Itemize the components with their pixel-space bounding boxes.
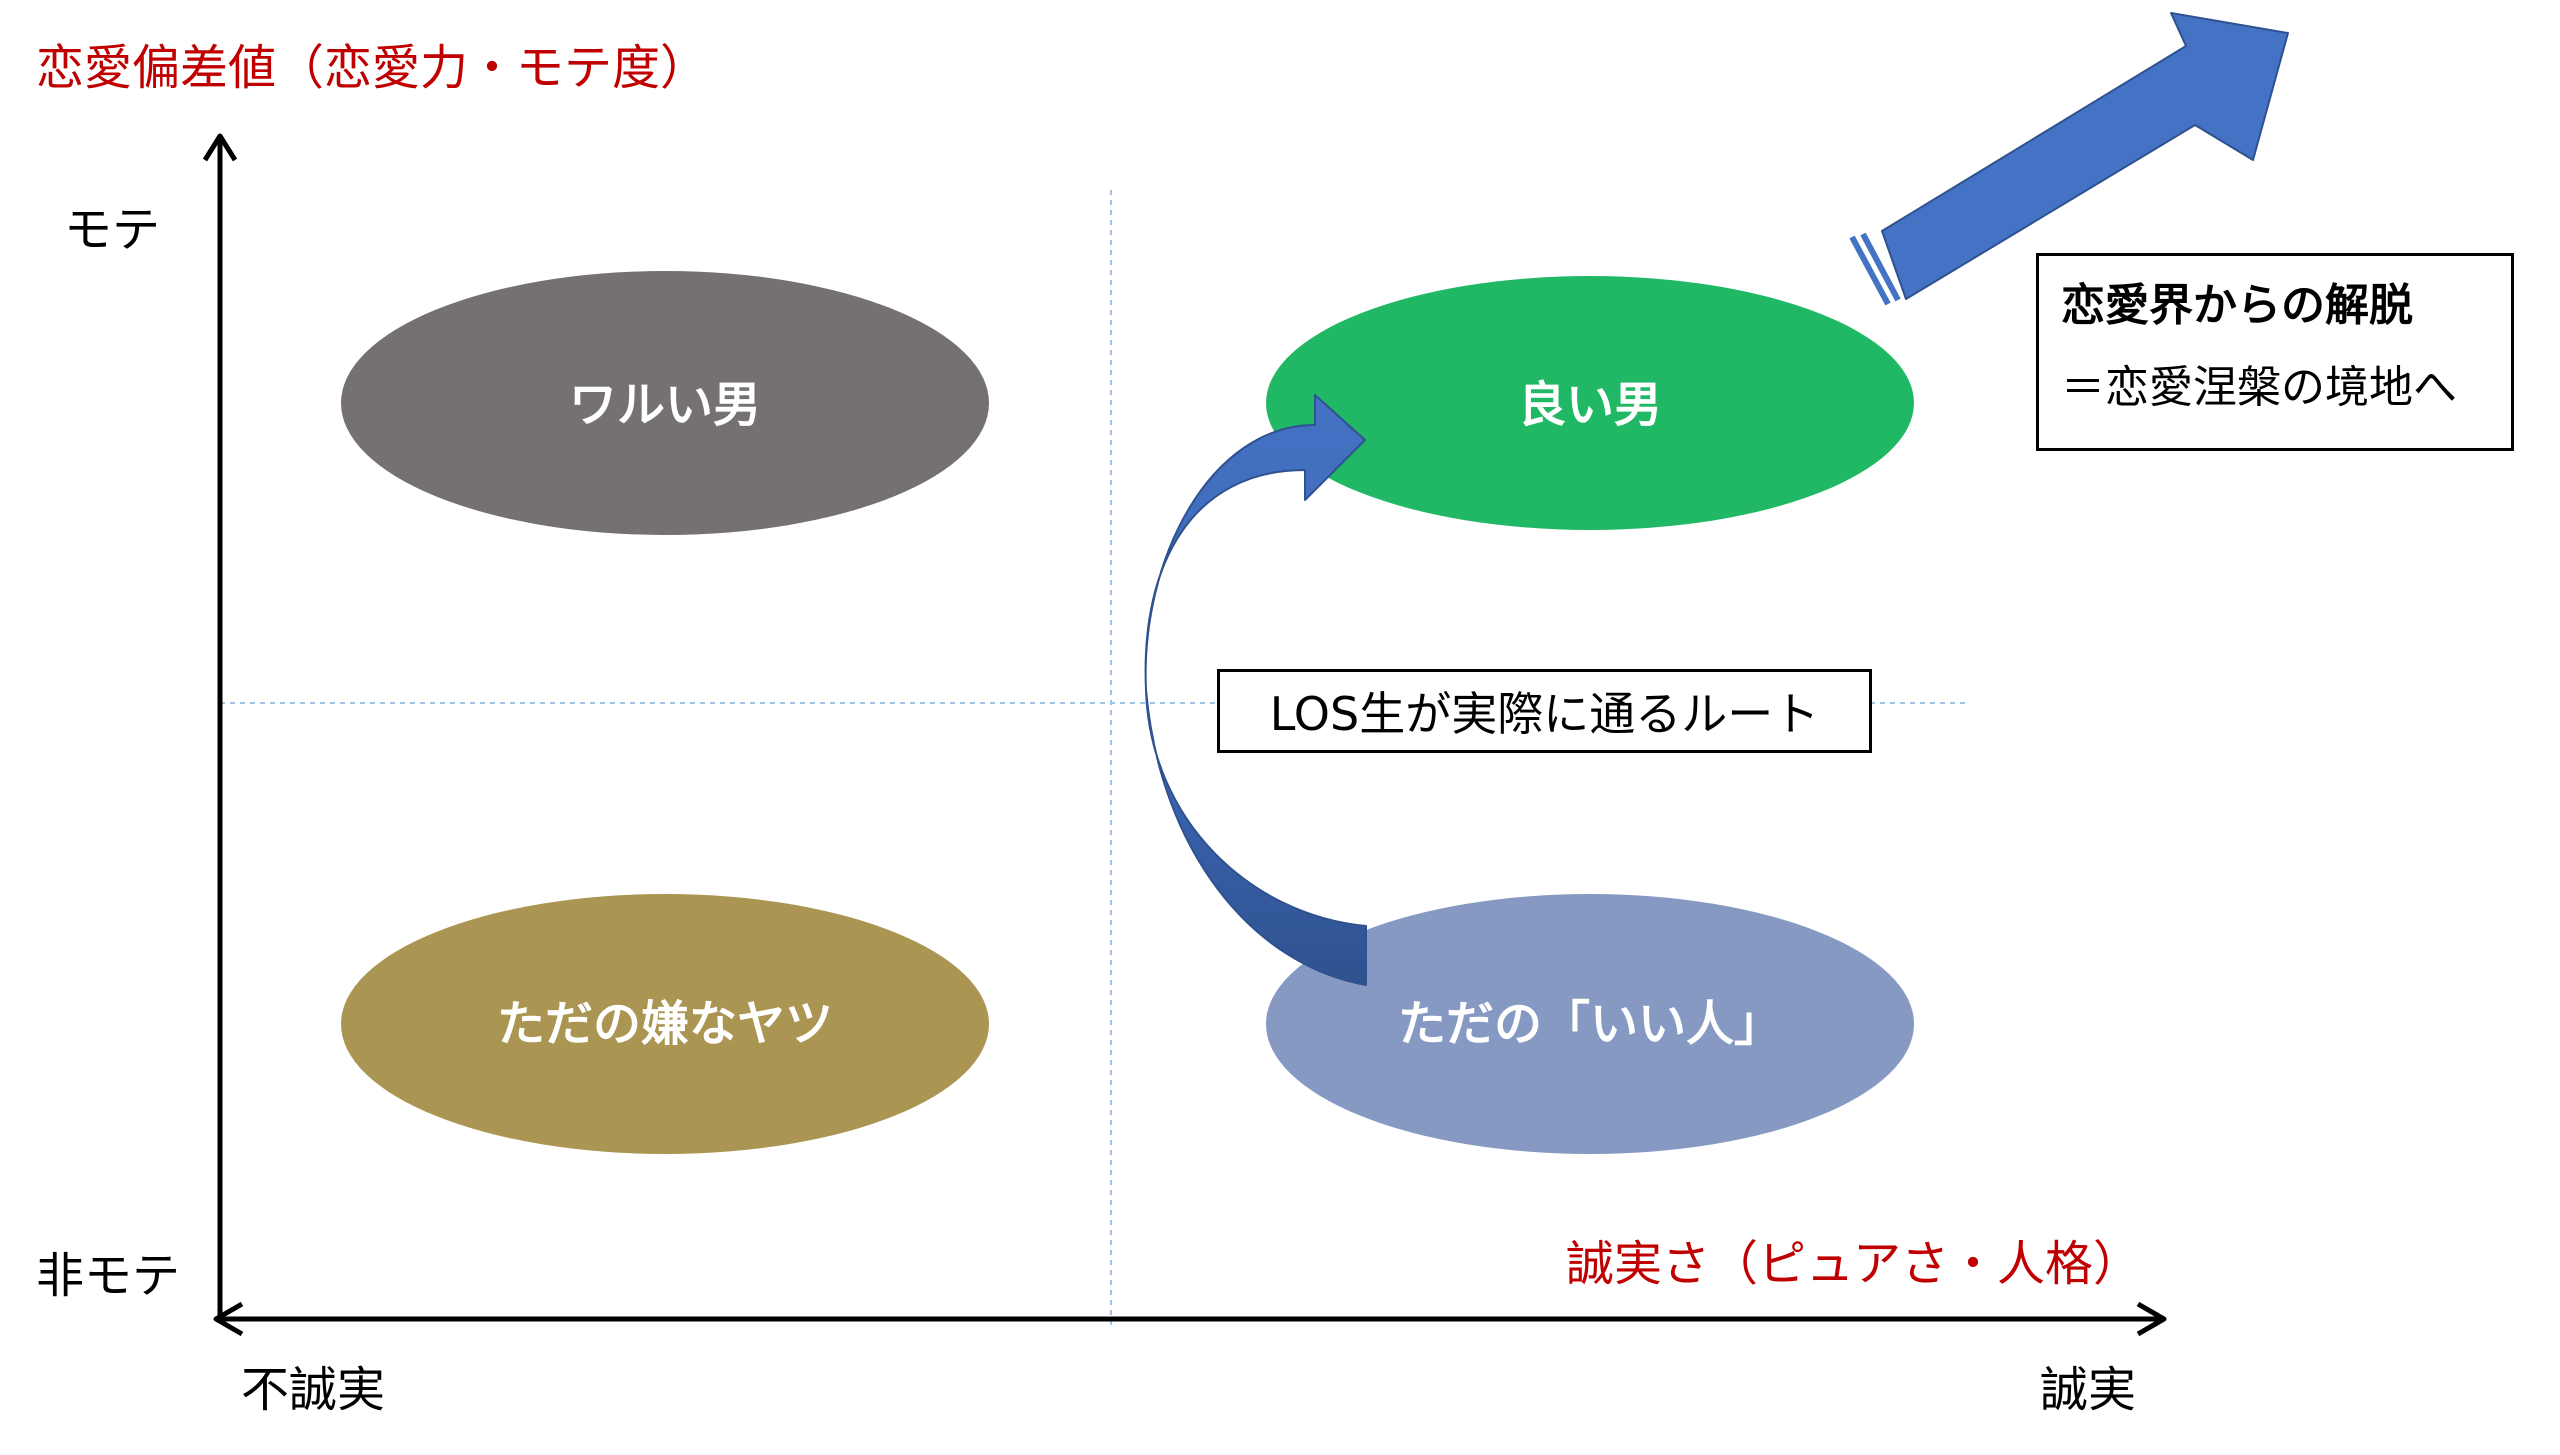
route-callout-text: LOS生が実際に通るルート [1269, 687, 1820, 741]
nice-guy-ellipse [1266, 894, 1914, 1154]
x-axis-line [213, 1301, 2167, 1337]
route-callout: LOS生が実際に通るルート [1217, 669, 1872, 753]
nice-guy-label: ただの「いい人」 [1397, 996, 1783, 1052]
good-man-label: 良い男 [1517, 377, 1663, 433]
y-axis-bottom-label: 非モテ [36, 1248, 181, 1304]
x-axis-left-label: 不誠実 [241, 1362, 386, 1418]
nirvana-subtitle: ＝恋愛涅槃の境地へ [2061, 362, 2457, 413]
x-axis-title: 誠実さ（ピュアさ・人格） [1566, 1236, 2142, 1292]
y-axis-top-label: モテ [64, 202, 161, 258]
good-man-ellipse [1266, 276, 1914, 530]
x-axis-right-label: 誠実 [2040, 1362, 2137, 1418]
y-axis-title: 恋愛偏差値（恋愛力・モテ度） [36, 40, 709, 96]
jerk-label: ただの嫌なヤツ [496, 996, 834, 1052]
route-curved-arrow [1144, 394, 1367, 986]
nirvana-title: 恋愛界からの解脱 [2061, 280, 2413, 331]
bad-boy-ellipse [341, 271, 989, 535]
y-axis-line [202, 133, 238, 1320]
nirvana-callout: 恋愛界からの解脱 ＝恋愛涅槃の境地へ [2036, 253, 2514, 451]
escape-arrow [1849, 12, 2289, 306]
bad-boy-label: ワルい男 [568, 377, 762, 433]
jerk-ellipse [341, 894, 989, 1154]
